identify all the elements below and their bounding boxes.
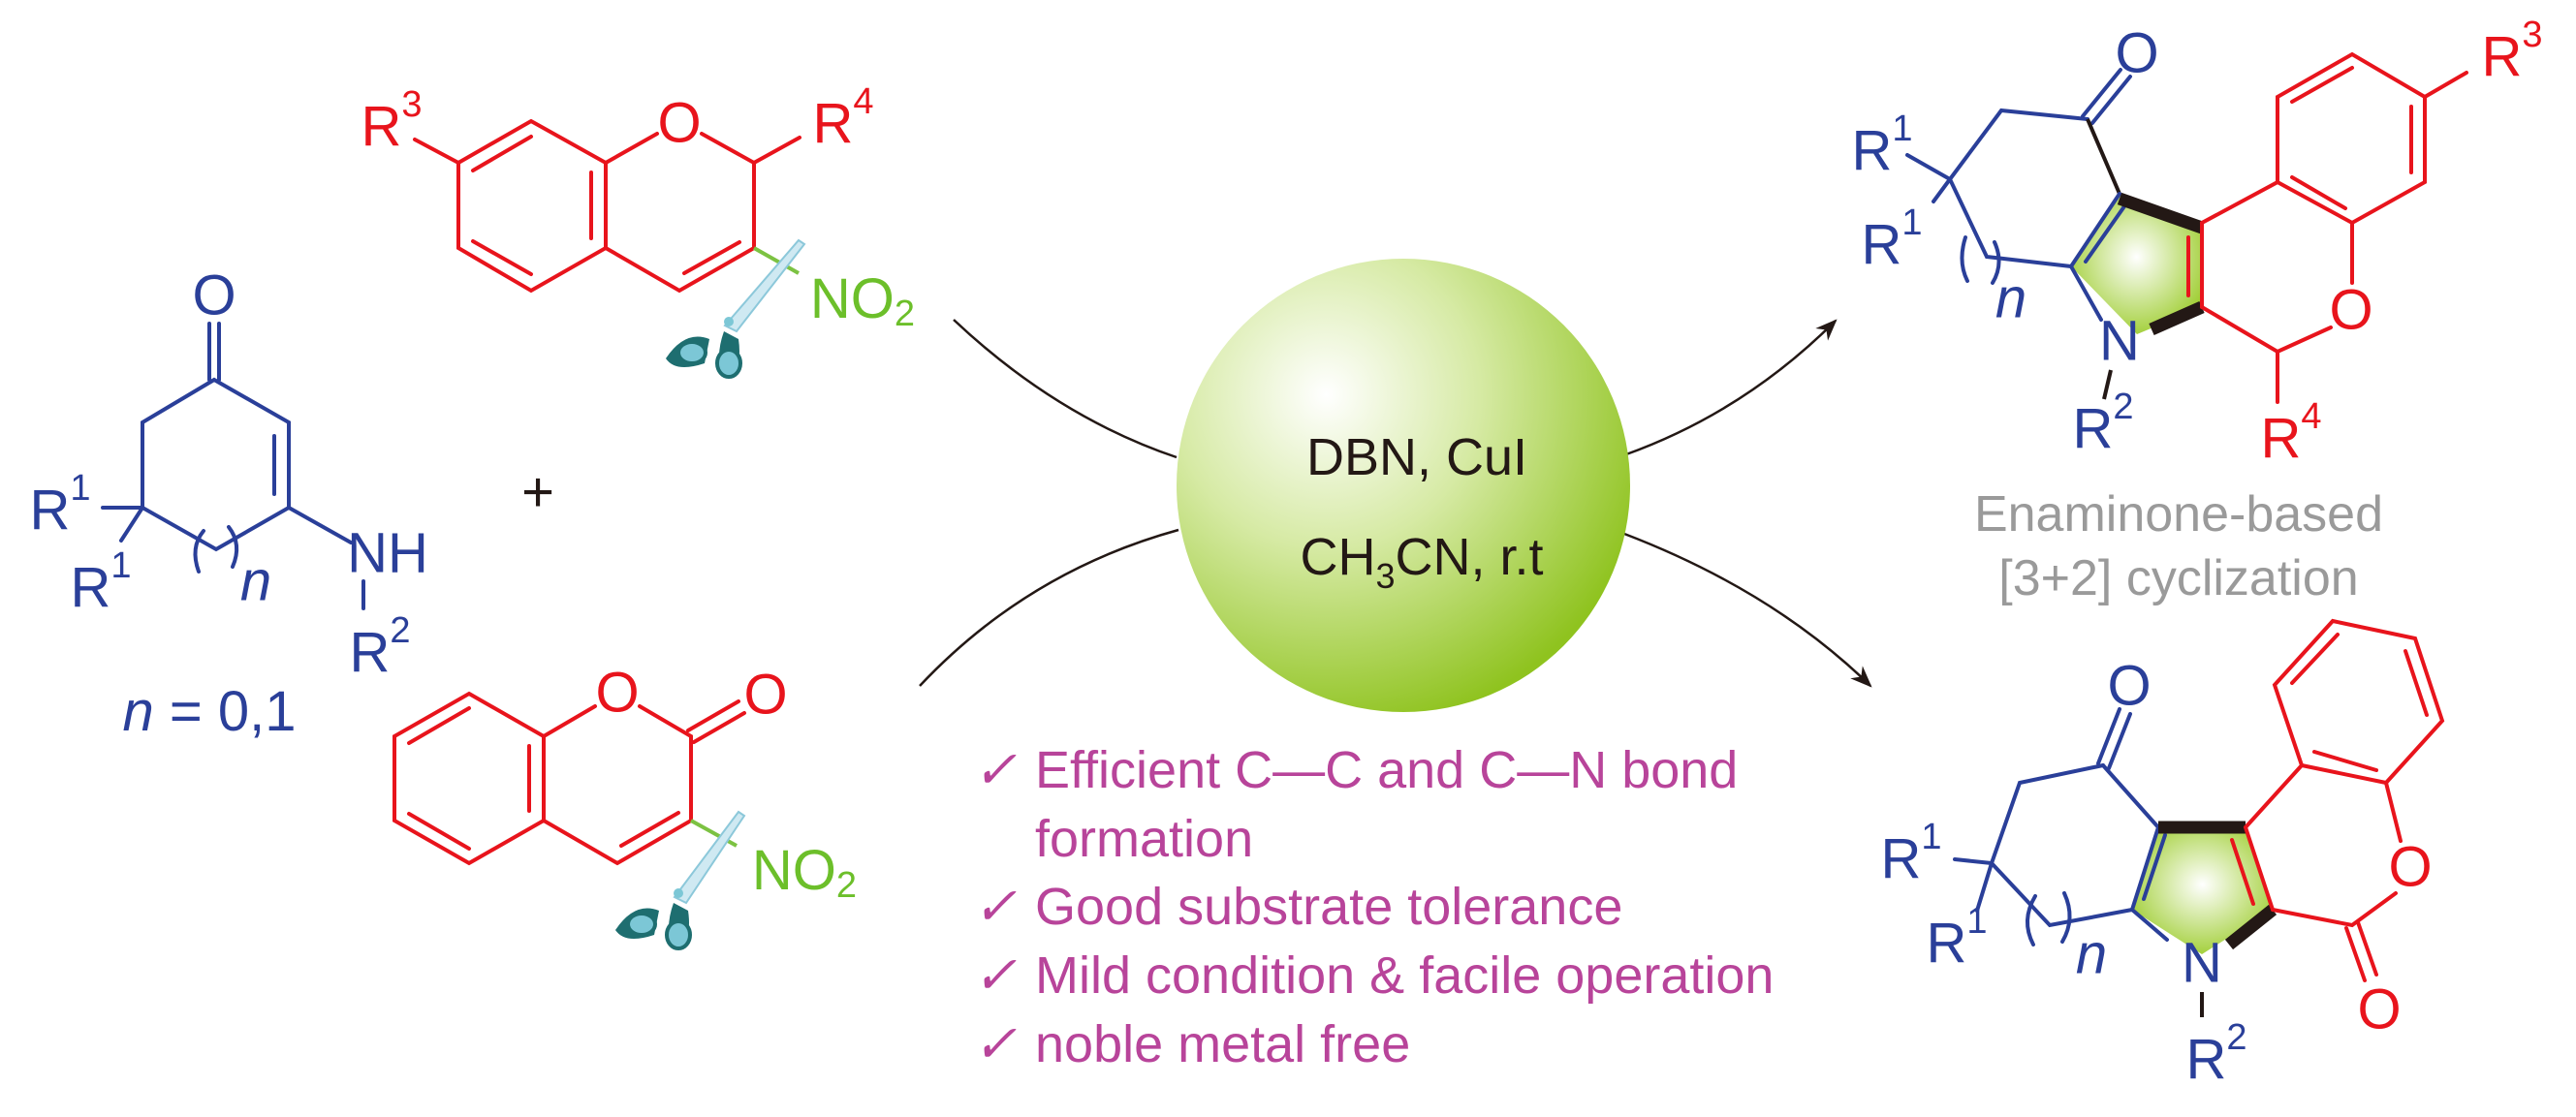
product2-r1-a: R1 (1880, 817, 1941, 890)
caption-line1: Enaminone-based (1974, 486, 2383, 543)
nitrochromene-reactant: O R3 R4 NO2 (361, 81, 915, 379)
chromene-oxygen-label: O (657, 92, 701, 155)
conditions-line1: DBN, CuI (1306, 428, 1527, 486)
r1-label-b: R1 (70, 545, 131, 619)
conditions-line2: CH3CN, r.t (1300, 528, 1543, 596)
feature-item: ✓Good substrate tolerance (973, 878, 1622, 936)
coumarin-ring-oxygen-label: O (595, 662, 639, 725)
feature-item: ✓noble metal free (973, 1015, 1410, 1073)
arrow-in-lower (919, 528, 1179, 687)
nitro-label: NO2 (810, 267, 915, 335)
product1-r1-b: R1 (1861, 202, 1922, 276)
product1-r2: R2 (2072, 387, 2133, 460)
product2-ketone-oxygen: O (2107, 655, 2151, 718)
product2-lactone-ring-oxygen: O (2388, 836, 2432, 899)
caption-line2: [3+2] cyclization (1998, 550, 2358, 606)
r3-label: R3 (361, 84, 422, 158)
plus-sign: + (521, 461, 554, 524)
product1-nitrogen: N (2099, 310, 2140, 373)
product1-pyran-oxygen: O (2329, 279, 2372, 342)
product-chromeno-indolone: O N O R1 R1 R2 R3 R4 n (1851, 15, 2542, 470)
product2-lactone-carbonyl-oxygen: O (2357, 978, 2401, 1041)
product1-r1-a: R1 (1851, 109, 1912, 182)
product1-n-index: n (1995, 267, 2026, 330)
product2-nitrogen: N (2182, 932, 2222, 995)
n-definition: n = 0,1 (123, 680, 297, 743)
nitrocoumarin-reactant: O O NO2 (393, 662, 857, 950)
nh-label: NH (347, 522, 428, 585)
feature-item: ✓Mild condition & facile operation (973, 946, 1774, 1005)
feature-item-continued: formation (1035, 810, 1253, 868)
scissors-icon (666, 238, 806, 379)
product2-r2: R2 (2185, 1017, 2246, 1091)
conditions-sphere: DBN, CuI CH3CN, r.t (1177, 259, 1630, 712)
product1-r3: R3 (2481, 15, 2542, 88)
r1-label-a: R1 (29, 468, 90, 542)
arrow-in-upper (953, 319, 1178, 459)
product2-n-index: n (2076, 923, 2107, 986)
coumarin-carbonyl-oxygen-label: O (743, 664, 787, 727)
r2-label: R2 (349, 610, 410, 684)
arrow-out-upper (1625, 319, 1838, 456)
arrow-out-lower (1623, 532, 1872, 688)
product2-r1-b: R1 (1926, 901, 1987, 975)
scissors-icon (615, 810, 746, 950)
r4-label: R4 (812, 81, 873, 155)
product1-ketone-oxygen: O (2115, 22, 2158, 85)
product1-r4: R4 (2260, 396, 2321, 470)
product-chromenone-indolone: O N O O R1 R1 R2 n (1880, 618, 2445, 1091)
feature-item: ✓Efficient C—C and C—N bond (973, 741, 1738, 799)
n-index-label: n (240, 550, 271, 613)
enaminone-reactant: O NH R1 R1 R2 n n = 0,1 (29, 264, 427, 743)
nitro-label: NO2 (752, 839, 857, 907)
feature-list: ✓Efficient C—C and C—N bond formation ✓G… (973, 741, 1774, 1073)
enaminone-oxygen-label: O (192, 264, 236, 327)
